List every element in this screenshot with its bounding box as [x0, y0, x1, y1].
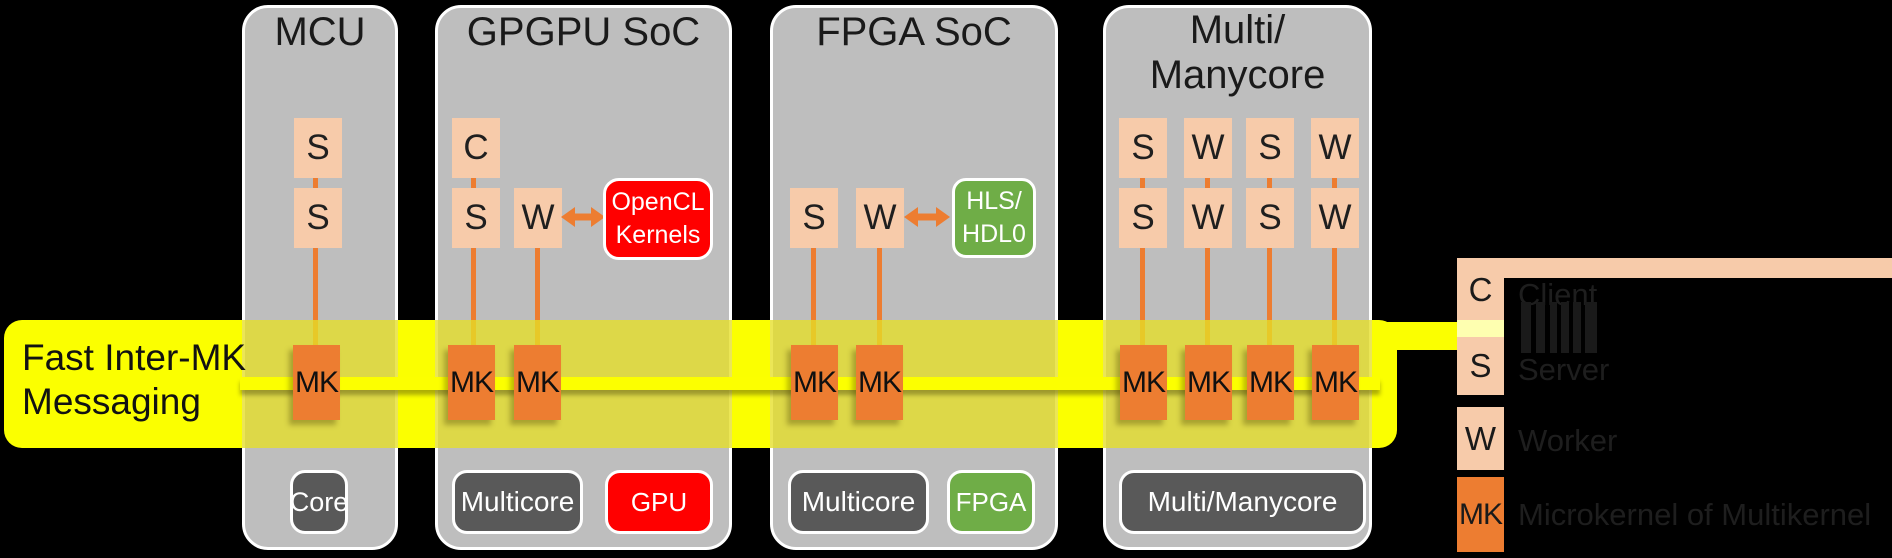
connector-line-to-mk — [471, 248, 476, 347]
connector-line — [1140, 178, 1145, 188]
node-client: C — [452, 118, 500, 178]
node-worker: W — [514, 188, 562, 248]
connector-line — [1205, 178, 1210, 188]
double-arrow-icon — [904, 207, 950, 227]
panel-title-multi-line1: Multi/ — [1189, 8, 1286, 52]
band-to-legend-connector — [1378, 322, 1460, 350]
double-arrow-icon — [561, 207, 605, 227]
hw-box-multi-manycore: Multi/Manycore — [1119, 470, 1366, 534]
panel-title-multi-line2: Manycore — [1149, 53, 1326, 97]
hw-box-multicore: Multicore — [452, 470, 583, 534]
connector-line — [313, 178, 318, 188]
legend-swatch-bus-segment — [1457, 320, 1504, 337]
node-server: S — [1246, 188, 1294, 248]
connector-line — [1267, 178, 1272, 188]
legend-swatch-client: C — [1457, 260, 1504, 320]
hw-box-multicore: Multicore — [788, 470, 929, 534]
connector-line-to-mk — [877, 248, 882, 347]
legend-top-bar — [1457, 258, 1892, 278]
mk-box: MK — [1185, 345, 1232, 420]
client-label-smear-artifact — [1585, 302, 1597, 353]
node-worker: W — [1184, 118, 1232, 178]
band-label-line2: Messaging — [22, 381, 201, 422]
node-server: S — [790, 188, 838, 248]
node-worker: W — [1311, 118, 1359, 178]
mk-box: MK — [514, 345, 561, 420]
node-worker: W — [856, 188, 904, 248]
mk-box: MK — [1312, 345, 1359, 420]
mk-box: MK — [856, 345, 903, 420]
panel-title-gpgpu: GPGPU SoC — [466, 10, 701, 54]
legend-swatch-worker: W — [1457, 407, 1504, 470]
band-label-line1: Fast Inter-MK — [22, 337, 247, 378]
panel-fpga-soc — [770, 5, 1058, 550]
node-worker: W — [1311, 188, 1359, 248]
opencl-kernels-callout: OpenCL Kernels — [603, 178, 713, 260]
mk-box: MK — [791, 345, 838, 420]
connector-line-to-mk — [1267, 248, 1272, 347]
hls-line1: HLS/ — [966, 187, 1022, 215]
panel-gpgpu-soc — [435, 5, 732, 550]
hw-box-gpu: GPU — [605, 470, 713, 534]
connector-line-to-mk — [535, 248, 540, 347]
legend-label-mk: Microkernel of Multikernel — [1518, 497, 1872, 532]
connector-line-to-mk — [1332, 248, 1337, 347]
connector-line — [1332, 178, 1337, 188]
hls-hdl-callout: HLS/ HDL0 — [952, 178, 1036, 258]
panel-title-fpga: FPGA SoC — [816, 10, 1012, 54]
client-label-smear-artifact — [1521, 302, 1531, 353]
legend-label-worker: Worker — [1518, 423, 1618, 458]
legend-label-server: Server — [1518, 352, 1610, 387]
connector-line-to-mk — [1205, 248, 1210, 347]
node-server: S — [1119, 118, 1167, 178]
client-label-smear-artifact — [1536, 302, 1545, 353]
legend-swatch-mk: MK — [1457, 477, 1504, 552]
mk-box: MK — [448, 345, 495, 420]
mk-box: MK — [1120, 345, 1167, 420]
client-label-smear-artifact — [1550, 302, 1557, 353]
hw-box-fpga: FPGA — [947, 470, 1035, 534]
node-server: S — [1246, 118, 1294, 178]
node-server: S — [1119, 188, 1167, 248]
mk-box: MK — [1247, 345, 1294, 420]
mk-box: MK — [293, 345, 340, 420]
panel-title-mcu: MCU — [274, 10, 366, 54]
panel-mcu — [242, 5, 398, 550]
node-server: S — [294, 118, 342, 178]
panel-multi-manycore — [1103, 5, 1372, 550]
legend-label-client: Client — [1518, 277, 1598, 312]
legend-swatch-server: S — [1457, 337, 1504, 395]
band-label: Fast Inter-MK Messaging — [22, 336, 246, 424]
connector-line-to-mk — [313, 248, 318, 347]
client-label-smear-artifact — [1573, 302, 1581, 353]
opencl-line1: OpenCL — [611, 188, 705, 216]
opencl-line2: Kernels — [615, 221, 701, 249]
connector-line — [471, 178, 476, 188]
panel-title-multi: Multi/ Manycore — [1103, 8, 1372, 98]
connector-line-to-mk — [1140, 248, 1145, 347]
hls-line2: HDL0 — [962, 220, 1026, 248]
node-server: S — [294, 188, 342, 248]
client-label-smear-artifact — [1561, 302, 1569, 353]
node-server: S — [452, 188, 500, 248]
connector-line-to-mk — [811, 248, 816, 347]
node-worker: W — [1184, 188, 1232, 248]
hw-box-core: Core — [290, 470, 348, 534]
